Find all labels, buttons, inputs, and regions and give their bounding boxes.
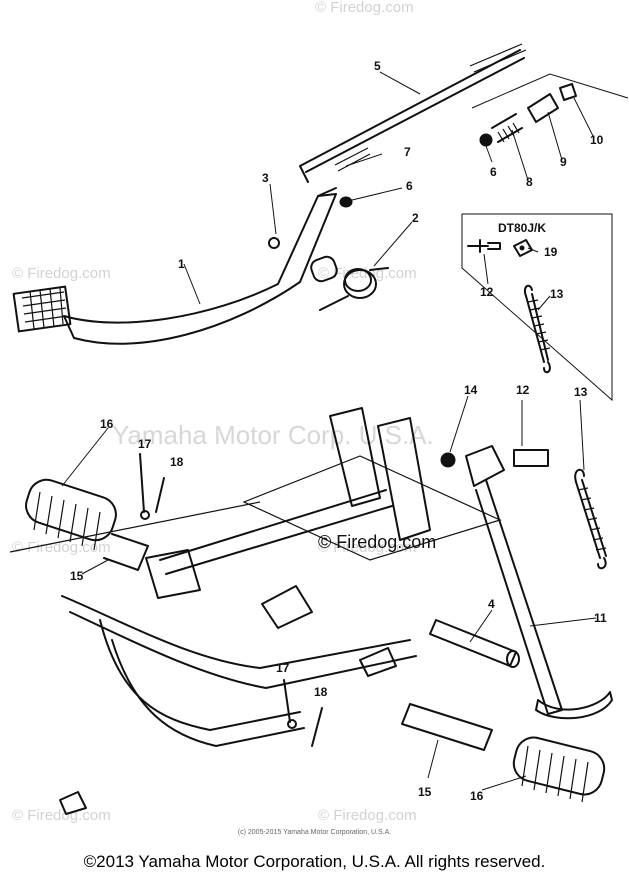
leader-lines xyxy=(61,71,597,791)
callout-13: 13 xyxy=(574,385,588,399)
watermark-firedog: © Firedog.com xyxy=(318,539,417,556)
callout-15: 15 xyxy=(418,785,432,799)
watermark-firedog: © Firedog.com xyxy=(12,807,111,824)
callout-3: 3 xyxy=(262,171,269,185)
callout-12: 12 xyxy=(480,285,494,299)
callout-7: 7 xyxy=(404,145,411,159)
callout-19: 19 xyxy=(544,245,558,259)
footrest-bolt-left xyxy=(139,453,165,520)
sidestand xyxy=(440,445,613,720)
callout-11: 11 xyxy=(594,611,607,625)
footrest-bolt-right xyxy=(59,679,323,815)
callout-15: 15 xyxy=(70,569,84,583)
dt80-inset: DT80J/K xyxy=(461,213,613,402)
center-watermark: © Firedog.com xyxy=(318,532,436,552)
callout-8: 8 xyxy=(526,175,533,189)
callout-12: 12 xyxy=(516,383,530,397)
watermark-firedog: © Firedog.com xyxy=(12,539,111,556)
callout-2: 2 xyxy=(412,211,419,225)
callout-5: 5 xyxy=(374,59,381,73)
callout-1: 1 xyxy=(178,257,185,271)
copyright-credit: (c) 2005-2015 Yamaha Motor Corporation, … xyxy=(237,829,392,836)
callout-16: 16 xyxy=(100,417,114,431)
callout-9: 9 xyxy=(560,155,567,169)
watermark-firedog: © Firedog.com xyxy=(318,807,417,824)
copyright-footer: ©2013 Yamaha Motor Corporation, U.S.A. A… xyxy=(83,852,546,871)
callout-17: 17 xyxy=(138,437,152,451)
callout-18: 18 xyxy=(170,455,184,469)
rod-adjuster-parts xyxy=(471,73,629,147)
return-spring xyxy=(310,255,389,311)
fastener-parts xyxy=(268,196,353,249)
watermark-firedog: © Firedog.com xyxy=(315,0,414,16)
callout-6: 6 xyxy=(490,165,497,179)
callout-17: 17 xyxy=(276,661,290,675)
callout-14: 14 xyxy=(464,383,478,397)
watermark-firedog: © Firedog.com xyxy=(12,265,111,282)
brake-pedal xyxy=(12,187,337,345)
callout-16: 16 xyxy=(470,789,484,803)
footrest-left xyxy=(25,478,149,571)
pivot-pin xyxy=(429,619,520,668)
frame xyxy=(9,407,502,747)
callout-4: 4 xyxy=(488,597,495,611)
callout-10: 10 xyxy=(590,133,604,147)
inset-title: DT80J/K xyxy=(498,221,546,235)
callout-6: 6 xyxy=(406,179,413,193)
callouts: 1 2 3 4 5 6 6 7 8 9 10 11 12 12 13 13 14… xyxy=(70,59,607,803)
footrest-right xyxy=(401,703,606,803)
sidestand-spring xyxy=(574,468,607,570)
callout-13: 13 xyxy=(550,287,564,301)
brake-rod xyxy=(299,43,527,183)
callout-18: 18 xyxy=(314,685,328,699)
watermarks: © Firedog.com © Firedog.com © Firedog.co… xyxy=(12,0,434,824)
